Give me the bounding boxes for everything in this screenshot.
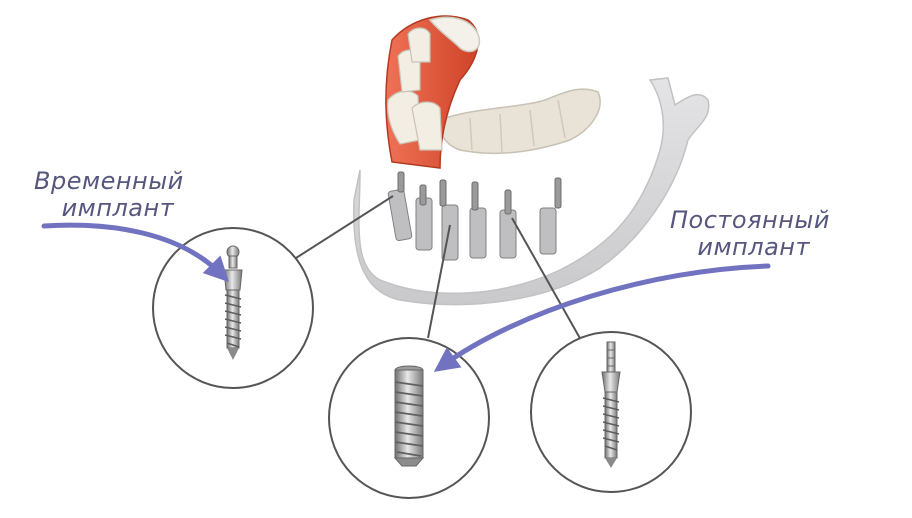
jaw-implants xyxy=(387,171,562,261)
permanent-implant-callout-body xyxy=(328,337,490,499)
arrows xyxy=(41,222,771,372)
permanent-label-line1: Постоянный xyxy=(670,206,830,234)
front-teeth xyxy=(387,27,443,151)
callout-lines xyxy=(295,195,591,357)
temporary-implant-callout xyxy=(152,227,314,389)
jaw-model-icon xyxy=(352,15,710,306)
one-piece-implant-icon xyxy=(601,341,621,468)
permanent-arrow xyxy=(433,263,771,372)
permanent-label-line2: имплант xyxy=(697,233,810,261)
temporary-label-line2: имплант xyxy=(61,194,175,222)
permanent-implant-callout-mini xyxy=(530,331,692,493)
temporary-implant-label: Временный имплант xyxy=(34,168,184,222)
permanent-implant-label: Постоянный имплант xyxy=(670,207,830,261)
implant-fixture-icon xyxy=(393,365,425,467)
temporary-arrow xyxy=(41,222,229,283)
temporary-label-line1: Временный xyxy=(34,167,184,195)
upper-teeth xyxy=(438,88,601,155)
mini-implant-icon xyxy=(223,245,243,360)
